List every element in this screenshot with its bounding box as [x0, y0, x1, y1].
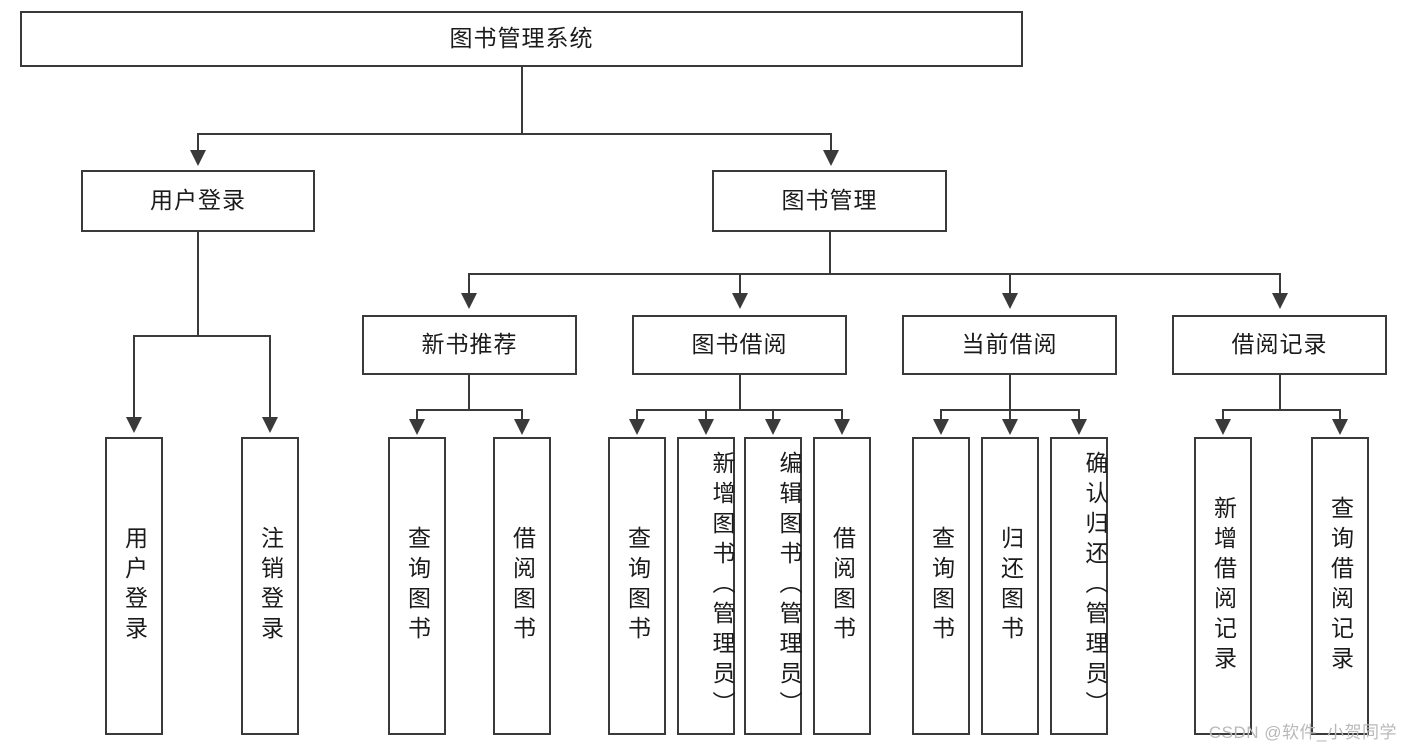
leaf-logout[interactable]: 注销登录: [241, 437, 299, 735]
leaf-nb-borrow-book[interactable]: 借阅图书: [493, 437, 551, 735]
connector-book-manage-drop-3: [1009, 273, 1011, 295]
connector-root-to-book-manage: [830, 133, 832, 152]
arrowhead-to-book-manage: [823, 150, 839, 166]
node-label: 新增借阅记录: [1210, 496, 1237, 676]
leaf-bb-query-book[interactable]: 查询图书: [608, 437, 666, 735]
arrowhead-leaf-nb-1: [409, 419, 425, 435]
node-label: 查询图书: [928, 526, 955, 646]
connector-new-book-bus: [416, 409, 523, 411]
arrowhead-leaf-br-1: [1215, 419, 1231, 435]
leaf-br-query-record[interactable]: 查询借阅记录: [1311, 437, 1369, 735]
connector-book-borrow-stem: [739, 375, 741, 410]
node-book-management[interactable]: 图书管理: [712, 170, 947, 232]
connector-cb-drop-2: [1009, 409, 1011, 421]
node-label: 图书借阅: [691, 331, 788, 358]
leaf-user-login[interactable]: 用户登录: [105, 437, 163, 735]
node-book-borrow[interactable]: 图书借阅: [632, 315, 847, 375]
arrowhead-to-new-book: [461, 293, 477, 309]
node-root-system[interactable]: 图书管理系统: [20, 11, 1023, 67]
node-label: 借阅记录: [1231, 331, 1328, 358]
node-borrow-record[interactable]: 借阅记录: [1172, 315, 1387, 375]
connector-user-login-drop-1: [133, 335, 135, 419]
node-label: 查询图书: [404, 526, 431, 646]
node-user-login[interactable]: 用户登录: [81, 170, 315, 232]
connector-new-book-drop-2: [521, 409, 523, 421]
leaf-nb-query-book[interactable]: 查询图书: [388, 437, 446, 735]
arrowhead-leaf-cb-2: [1002, 419, 1018, 435]
connector-user-login-bus: [133, 335, 271, 337]
node-label: 查询借阅记录: [1327, 496, 1354, 676]
connector-book-manage-bus: [468, 273, 1280, 275]
arrowhead-leaf-bb-3: [765, 419, 781, 435]
node-new-book-recommend[interactable]: 新书推荐: [362, 315, 577, 375]
arrowhead-to-borrow-record: [1272, 293, 1288, 309]
node-label: 用户登录: [121, 526, 148, 646]
connector-bb-drop-2: [705, 409, 707, 421]
connector-br-drop-1: [1222, 409, 1224, 421]
connector-book-manage-drop-1: [468, 273, 470, 295]
node-label: 查询图书: [624, 526, 651, 646]
arrowhead-to-book-borrow: [732, 293, 748, 309]
csdn-watermark: CSDN @软件_小贺同学: [1208, 723, 1397, 742]
leaf-cb-confirm-return[interactable]: 确认归还（管理员）: [1050, 437, 1108, 735]
node-current-borrow[interactable]: 当前借阅: [902, 315, 1117, 375]
arrowhead-leaf-nb-2: [514, 419, 530, 435]
connector-book-borrow-bus: [636, 409, 843, 411]
connector-root-bus: [197, 133, 832, 135]
connector-book-manage-drop-4: [1279, 273, 1281, 295]
node-label: 当前借阅: [961, 331, 1058, 358]
connector-borrow-record-bus: [1222, 409, 1340, 411]
connector-cb-drop-1: [940, 409, 942, 421]
node-label: 图书管理: [781, 187, 878, 214]
arrowhead-leaf-logout: [262, 417, 278, 433]
arrowhead-leaf-bb-2: [698, 419, 714, 435]
connector-user-login-stem: [197, 232, 199, 336]
node-label: 借阅图书: [829, 526, 856, 646]
connector-new-book-stem: [468, 375, 470, 410]
arrowhead-leaf-br-2: [1332, 419, 1348, 435]
node-label: 编辑图书（管理员）: [776, 451, 802, 721]
node-label: 新增图书（管理员）: [709, 451, 735, 721]
connector-bb-drop-3: [772, 409, 774, 421]
node-label: 图书管理系统: [449, 25, 594, 52]
node-label: 借阅图书: [509, 526, 536, 646]
connector-new-book-drop-1: [416, 409, 418, 421]
arrowhead-leaf-user-login: [126, 417, 142, 433]
node-label: 用户登录: [150, 187, 246, 214]
node-label: 归还图书: [997, 526, 1024, 646]
arrowhead-leaf-bb-4: [834, 419, 850, 435]
arrowhead-leaf-cb-1: [933, 419, 949, 435]
connector-book-manage-stem: [829, 232, 831, 274]
leaf-bb-add-book[interactable]: 新增图书（管理员）: [677, 437, 735, 735]
leaf-br-add-record[interactable]: 新增借阅记录: [1194, 437, 1252, 735]
connector-root-stem: [521, 67, 523, 134]
connector-root-to-user-login: [197, 133, 199, 152]
leaf-cb-return-book[interactable]: 归还图书: [981, 437, 1039, 735]
leaf-cb-query-book[interactable]: 查询图书: [912, 437, 970, 735]
node-label: 确认归还（管理员）: [1082, 451, 1108, 721]
connector-book-manage-drop-2: [739, 273, 741, 295]
leaf-bb-edit-book[interactable]: 编辑图书（管理员）: [744, 437, 802, 735]
node-label: 注销登录: [257, 526, 284, 646]
connector-borrow-record-stem: [1279, 375, 1281, 410]
connector-user-login-drop-2: [269, 335, 271, 419]
connector-cb-drop-3: [1078, 409, 1080, 421]
arrowhead-leaf-cb-3: [1071, 419, 1087, 435]
connector-br-drop-2: [1339, 409, 1341, 421]
connector-bb-drop-1: [636, 409, 638, 421]
node-label: 新书推荐: [421, 331, 518, 358]
connector-bb-drop-4: [841, 409, 843, 421]
arrowhead-to-user-login: [190, 150, 206, 166]
arrowhead-leaf-bb-1: [629, 419, 645, 435]
connector-current-borrow-stem: [1009, 375, 1011, 410]
arrowhead-to-current-borrow: [1002, 293, 1018, 309]
leaf-bb-borrow-book[interactable]: 借阅图书: [813, 437, 871, 735]
